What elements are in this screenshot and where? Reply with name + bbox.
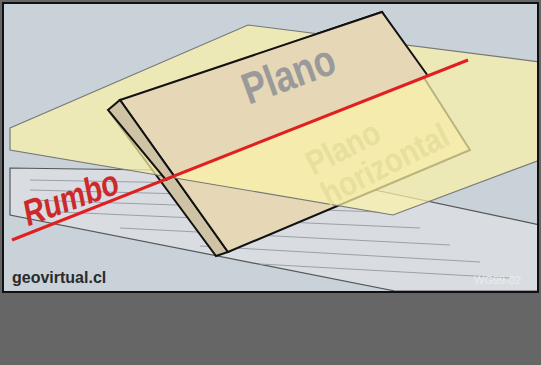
figure-code: WG99-02 [474,275,541,286]
watermark: geovirtual.cl [12,270,212,286]
